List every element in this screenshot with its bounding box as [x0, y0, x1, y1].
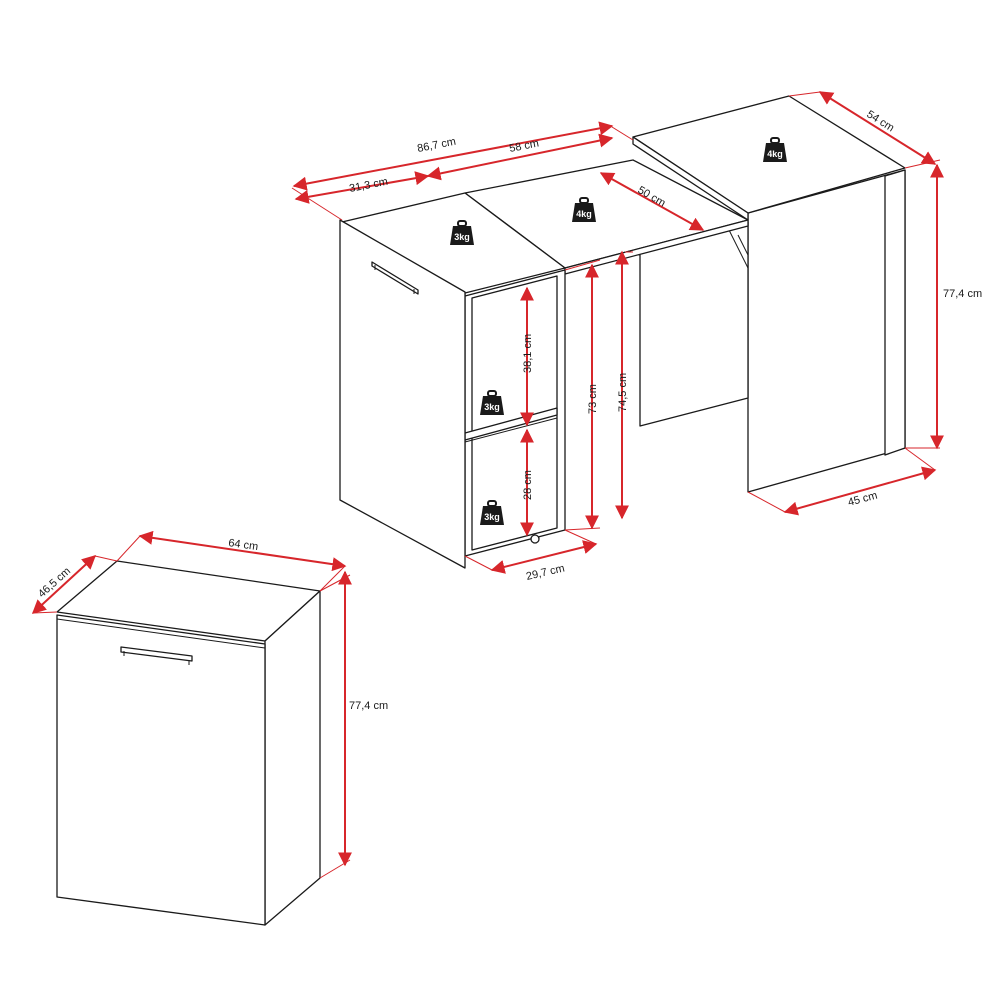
dim-closed-width: 64 cm [228, 537, 259, 553]
dim-shelf-depth: 29,7 cm [525, 562, 566, 582]
dim-inner-height: 73 cm [587, 384, 599, 414]
weight-icon: 4kg [571, 197, 597, 223]
shelf-unit-inner [471, 275, 558, 551]
weight-icon: 3kg [449, 220, 475, 246]
open-desk: 3kg 4kg 4kg 3kg 3kg [339, 95, 906, 569]
dim-cabinet-width: 31,3 cm [348, 176, 389, 195]
dim-top-width: 58 cm [508, 137, 540, 154]
dim-total-width: 86,7 cm [416, 136, 457, 155]
dim-closed-depth: 46,5 cm [36, 565, 73, 600]
closed-side [264, 590, 321, 926]
weight-icon: 4kg [762, 137, 788, 163]
cabinet-door[interactable] [339, 219, 466, 569]
door-handle[interactable] [371, 261, 419, 295]
dim-closed-height: 77,4 cm [349, 700, 388, 712]
closed-door-handle[interactable] [120, 646, 193, 662]
weight-icon: 3kg [479, 390, 505, 416]
middle-back-panel [632, 221, 749, 427]
weight-label: 3kg [484, 512, 500, 522]
weight-label: 4kg [767, 149, 783, 159]
weight-label: 4kg [576, 209, 592, 219]
closed-cabinet [56, 560, 321, 926]
weight-label: 3kg [454, 232, 470, 242]
right-leg-front [747, 169, 906, 493]
weight-icon: 3kg [479, 500, 505, 526]
weight-label: 3kg [484, 402, 500, 412]
dim-shelf-upper: 38,1 cm [522, 334, 534, 373]
right-leg-side [884, 169, 906, 456]
dim-shelf-lower: 28 cm [522, 470, 534, 500]
dim-desk-height: 74,5 cm [617, 373, 629, 412]
dim-height-right: 77,4 cm [943, 288, 982, 300]
closed-front [56, 614, 266, 926]
